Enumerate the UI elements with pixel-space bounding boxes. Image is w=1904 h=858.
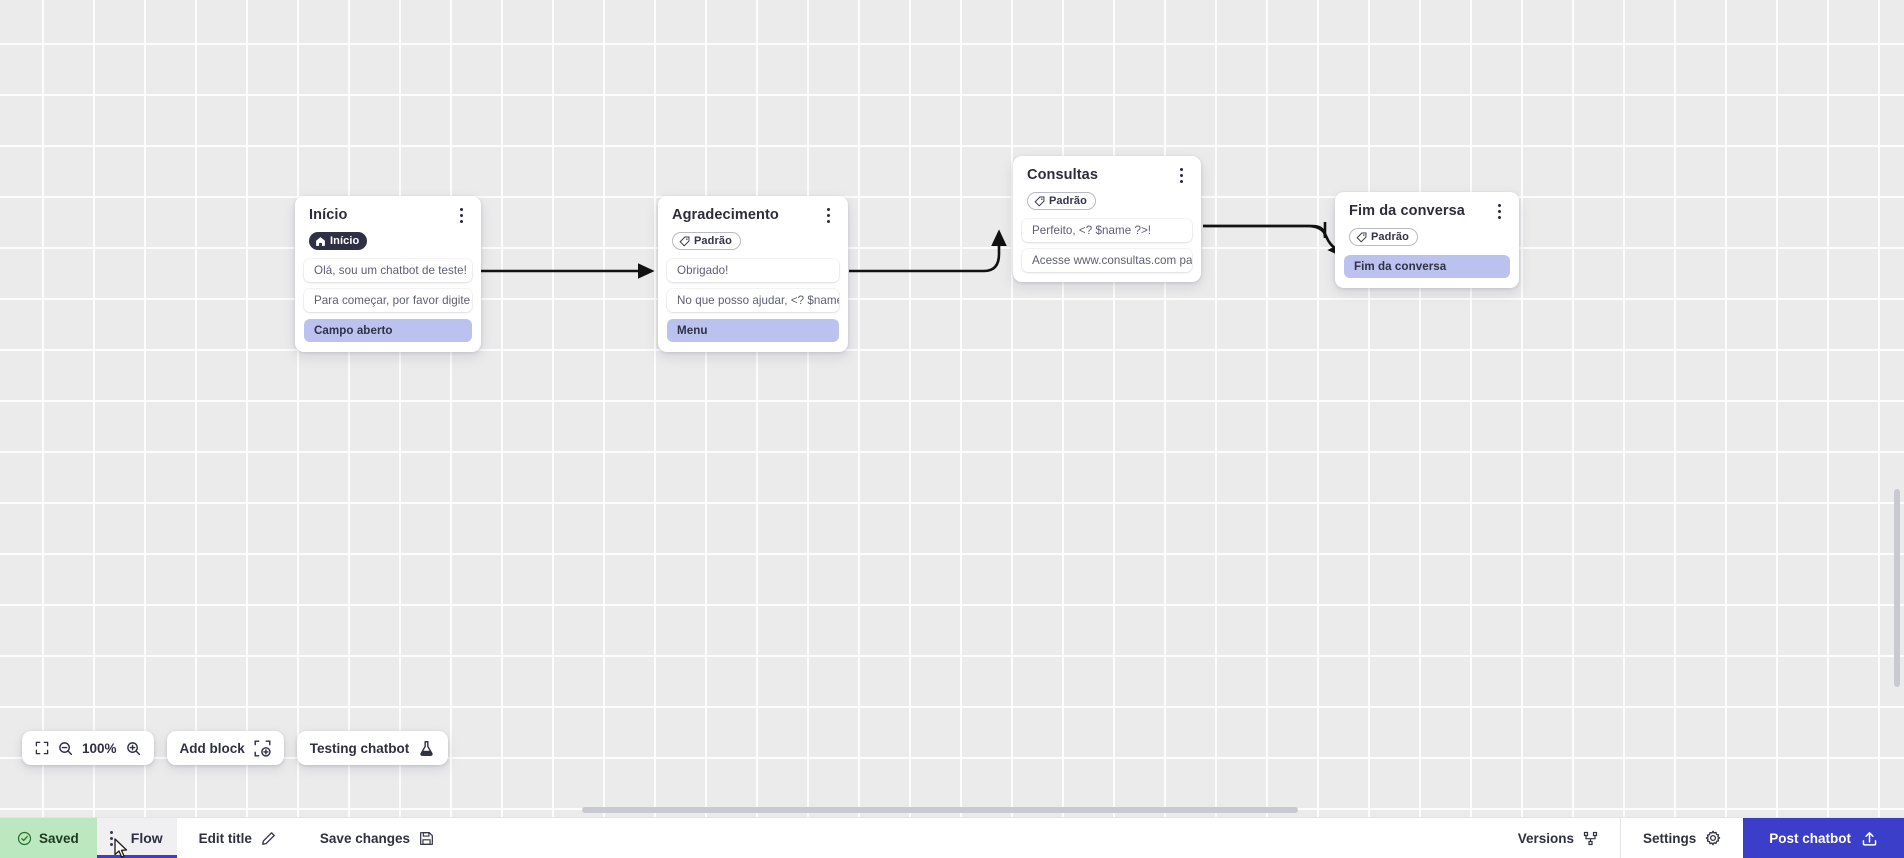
versions-button[interactable]: Versions [1496, 818, 1620, 858]
node-slot[interactable]: Menu [667, 319, 839, 342]
gear-icon [1705, 830, 1721, 846]
tag-icon [679, 236, 690, 247]
node-header: Início [304, 205, 472, 226]
node-slot[interactable]: Perfeito, <? $name ?>! [1022, 219, 1192, 242]
flask-icon [418, 740, 435, 757]
node-badge-label: Início [330, 235, 360, 247]
canvas-toolbar: 100% Add block [22, 731, 449, 765]
flow-node-inicio[interactable]: Início Início Olá, sou um chatbot de tes… [295, 196, 481, 352]
zoom-out-icon[interactable] [58, 741, 73, 756]
zoom-controls: 100% [22, 731, 154, 765]
tag-icon [1034, 196, 1045, 207]
node-badge-padrao[interactable]: Padrão [672, 232, 741, 250]
node-slot[interactable]: No que posso ajudar, <? $name ... [667, 289, 839, 312]
node-badge-padrao[interactable]: Padrão [1349, 228, 1418, 246]
node-header: Consultas [1022, 165, 1192, 186]
floppy-icon [420, 831, 433, 845]
zoom-in-icon[interactable] [126, 741, 141, 756]
save-changes-label: Save changes [319, 830, 410, 846]
upload-icon [1862, 831, 1877, 846]
home-icon [316, 236, 325, 246]
flow-node-consultas[interactable]: Consultas Padrão Perfeito, <? $name ?>! … [1013, 156, 1201, 282]
node-badge-padrao[interactable]: Padrão [1027, 192, 1096, 210]
node-title: Fim da conversa [1349, 203, 1465, 219]
edge-layer [480, 222, 1345, 279]
node-menu-icon[interactable] [821, 206, 837, 226]
node-badge-label: Padrão [1049, 195, 1087, 207]
vertical-scrollbar[interactable] [1894, 489, 1900, 687]
node-slot[interactable]: Para começar, por favor digite o ... [304, 289, 472, 312]
flow-node-agradecimento[interactable]: Agradecimento Padrão Obrigado! No que po… [658, 196, 848, 352]
node-slot[interactable]: Olá, sou um chatbot de teste! [304, 259, 472, 282]
horizontal-scrollbar[interactable] [582, 807, 1298, 813]
post-chatbot-button[interactable]: Post chatbot [1743, 818, 1904, 858]
saved-label: Saved [39, 830, 79, 846]
tab-flow[interactable]: Flow [96, 818, 177, 858]
node-title: Consultas [1027, 167, 1098, 183]
node-slot[interactable]: Obrigado! [667, 259, 839, 282]
flow-node-fim-da-conversa[interactable]: Fim da conversa Padrão Fim da conversa [1335, 192, 1519, 288]
add-block-button[interactable]: Add block [166, 731, 284, 765]
node-menu-icon[interactable] [1492, 202, 1508, 222]
settings-button[interactable]: Settings [1621, 818, 1743, 858]
pencil-icon [262, 831, 275, 845]
edit-title-button[interactable]: Edit title [177, 818, 298, 858]
edge-consultas-fim-tail [1203, 222, 1338, 240]
node-menu-icon[interactable] [454, 206, 470, 226]
testing-chatbot-label: Testing chatbot [309, 740, 410, 756]
edit-title-label: Edit title [198, 830, 252, 846]
settings-label: Settings [1642, 830, 1697, 846]
zoom-level: 100% [82, 740, 117, 756]
edge-consultas-fim [1203, 222, 1327, 239]
node-slot[interactable]: Fim da conversa [1344, 255, 1510, 278]
node-menu-icon[interactable] [1174, 166, 1190, 186]
tag-icon [1356, 232, 1367, 243]
save-changes-button[interactable]: Save changes [298, 818, 456, 858]
fit-screen-icon[interactable] [35, 741, 49, 755]
footer-divider [1619, 818, 1621, 858]
flow-canvas[interactable]: Início Início Olá, sou um chatbot de tes… [0, 0, 1904, 817]
add-block-label: Add block [179, 740, 245, 756]
footer-bar: Saved Flow Edit title Save changes Versi… [0, 817, 1904, 858]
testing-chatbot-button[interactable]: Testing chatbot [296, 731, 449, 765]
tab-flow-label: Flow [130, 830, 163, 846]
node-badge-inicio[interactable]: Início [309, 232, 368, 250]
node-badge-label: Padrão [694, 235, 732, 247]
branch-icon [1583, 831, 1598, 845]
node-slot[interactable]: Campo aberto [304, 319, 472, 342]
edge-agradecimento-consultas [849, 229, 1007, 273]
edge-consultas-fim-real [1203, 224, 1345, 258]
node-header: Fim da conversa [1344, 201, 1510, 222]
node-badge-label: Padrão [1371, 231, 1409, 243]
footer-spacer [456, 818, 1496, 858]
node-header: Agradecimento [667, 205, 839, 226]
post-chatbot-label: Post chatbot [1769, 830, 1851, 846]
node-slot[interactable]: Acesse www.consultas.com par... [1022, 249, 1192, 272]
tab-menu-icon[interactable] [105, 828, 119, 848]
versions-label: Versions [1517, 830, 1574, 846]
node-title: Agradecimento [672, 207, 779, 223]
saved-status-badge: Saved [0, 818, 97, 858]
check-circle-icon [17, 831, 32, 845]
node-title: Início [309, 207, 348, 223]
add-block-icon [254, 740, 271, 757]
